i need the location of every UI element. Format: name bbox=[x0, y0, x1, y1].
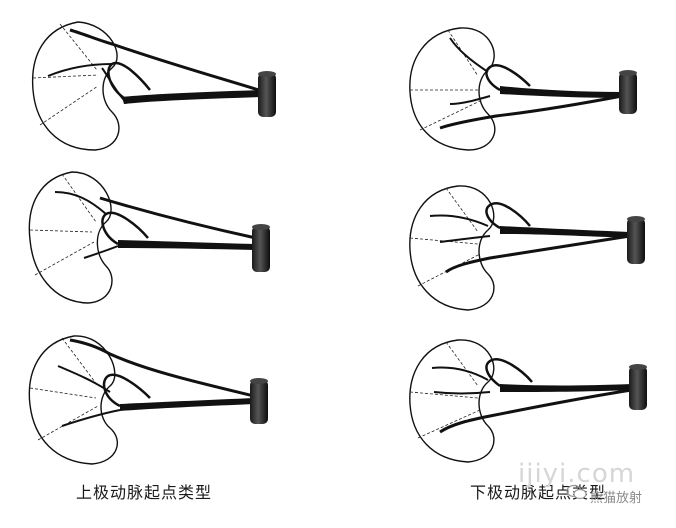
branch bbox=[61, 409, 121, 427]
segment-line bbox=[445, 341, 479, 387]
segment-line bbox=[29, 229, 93, 233]
branch bbox=[449, 37, 489, 73]
lower-pole-type-2 bbox=[409, 185, 645, 311]
artery-stump bbox=[619, 72, 637, 114]
lower-pole-type-3 bbox=[409, 339, 647, 463]
hilar-loop bbox=[485, 358, 533, 388]
lower-pole-type-1 bbox=[409, 27, 637, 151]
segment-line bbox=[417, 253, 481, 287]
segment-line bbox=[419, 99, 483, 131]
kidney-outline bbox=[409, 185, 495, 311]
branch bbox=[57, 365, 111, 393]
renal-artery bbox=[118, 240, 256, 250]
segment-line bbox=[61, 337, 99, 387]
kidney-outline bbox=[28, 171, 113, 304]
renal-artery bbox=[120, 398, 254, 411]
renal-artery bbox=[122, 90, 262, 104]
branch bbox=[54, 191, 107, 215]
branch bbox=[429, 214, 489, 227]
hilar-loop bbox=[485, 64, 531, 92]
segment-line bbox=[59, 23, 98, 71]
branch bbox=[47, 63, 113, 77]
renal-artery bbox=[500, 226, 630, 238]
segment-line bbox=[32, 74, 99, 79]
kidney-outline bbox=[409, 339, 495, 463]
lower-pole-artery bbox=[439, 388, 633, 434]
artery-stump bbox=[252, 226, 270, 272]
segment-line bbox=[39, 85, 99, 126]
segment-line bbox=[409, 391, 479, 399]
upper-pole-type-1 bbox=[31, 21, 276, 151]
branch bbox=[431, 366, 489, 381]
renal-artery bbox=[500, 86, 622, 98]
upper-pole-type-2 bbox=[28, 171, 270, 304]
lower-pole-artery bbox=[439, 94, 623, 130]
segment-line bbox=[61, 173, 97, 223]
segment-line bbox=[417, 409, 481, 439]
segment-line bbox=[409, 237, 479, 245]
branch bbox=[101, 67, 125, 101]
branch bbox=[439, 235, 491, 243]
artery-stump bbox=[258, 73, 276, 117]
hilar-loop bbox=[107, 61, 151, 100]
watermark-account: 熊猫放射 bbox=[590, 491, 643, 506]
watermark-url: ijiyi.com bbox=[518, 459, 636, 489]
lower-pole-caption: 下极动脉起点类型 bbox=[470, 483, 607, 502]
upper-pole-artery bbox=[69, 338, 255, 398]
upper-pole-type-3 bbox=[28, 335, 268, 465]
lower-pole-artery bbox=[445, 234, 631, 274]
branch bbox=[449, 95, 491, 105]
wechat-icon bbox=[566, 484, 587, 500]
kidney-outline bbox=[409, 27, 496, 151]
branch bbox=[433, 391, 491, 395]
upper-pole-artery bbox=[99, 196, 257, 240]
upper-pole-artery bbox=[69, 28, 263, 93]
upper-pole-caption: 上极动脉起点类型 bbox=[76, 483, 213, 502]
branch bbox=[83, 245, 119, 259]
artery-stump bbox=[629, 366, 647, 410]
renal-artery bbox=[500, 384, 632, 392]
hilar-loop bbox=[102, 373, 151, 408]
artery-stump bbox=[250, 380, 268, 424]
segment-line bbox=[29, 387, 97, 399]
hilar-loop bbox=[485, 202, 531, 230]
segment-line bbox=[445, 187, 479, 233]
segment-line bbox=[37, 405, 99, 441]
kidney-outline bbox=[28, 335, 119, 465]
artery-stump bbox=[627, 218, 645, 264]
segment-line bbox=[34, 241, 95, 276]
